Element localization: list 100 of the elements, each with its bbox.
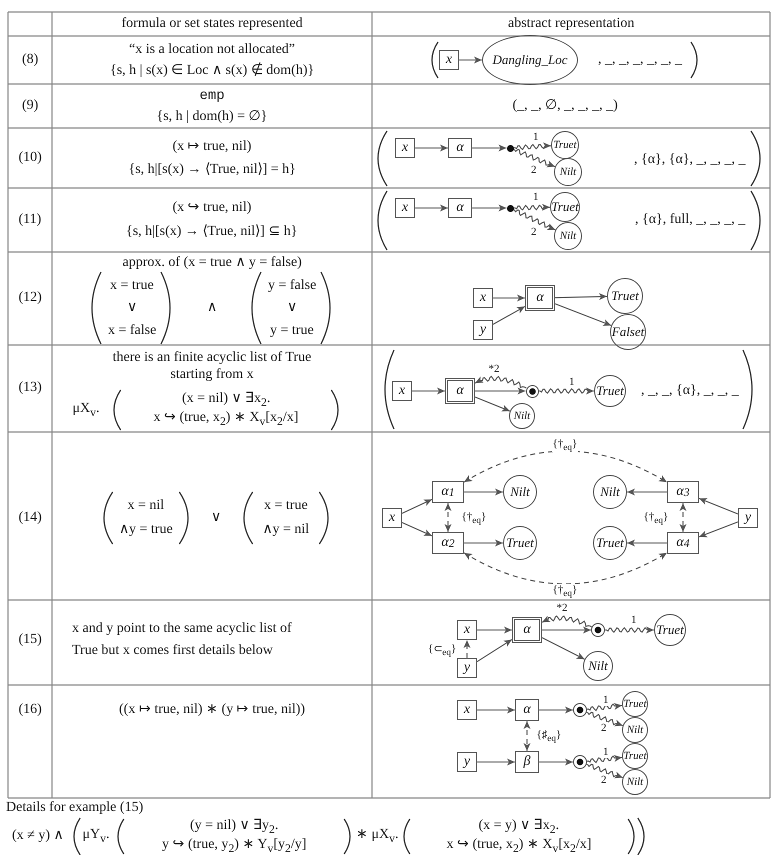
row-number: (8) — [22, 52, 38, 68]
variable-box: y — [473, 320, 493, 340]
arrow — [464, 450, 668, 483]
arrow — [512, 209, 556, 230]
arrow — [542, 637, 585, 660]
edge-label: {†$_{eq}$} — [552, 584, 578, 598]
arrow — [477, 706, 515, 714]
variable-box: x — [439, 50, 459, 70]
arrow — [402, 498, 432, 514]
double-bordered-box: α — [525, 285, 555, 311]
description: x and y point to the same acyclic list of True but x comes first details below — [72, 620, 293, 660]
dot — [506, 144, 514, 152]
row-number: (14) — [18, 510, 42, 526]
arrow — [627, 488, 667, 496]
circled-dot — [526, 384, 538, 398]
formula: there is an finite acyclic list of True starting from x — [112, 350, 312, 384]
variable-box: α — [515, 699, 539, 721]
edge-label: {†$_{eq}$} — [642, 511, 670, 526]
arrow — [539, 706, 573, 714]
dot — [506, 204, 514, 212]
arrow — [627, 540, 667, 546]
variable-box: x — [382, 508, 402, 528]
edge-label: 1 — [602, 694, 610, 706]
edge-label: {†$_{eq}$} — [460, 511, 488, 526]
formula: μX$_{v}$. — [72, 400, 100, 420]
arrow — [680, 503, 686, 532]
column-header: formula or set states represented — [122, 16, 303, 32]
variable-box: x — [457, 700, 477, 720]
formula: x ↪ (true, x$_{2}$) ∗ X$_{v}$[x$_{2}$/x] — [154, 410, 298, 428]
formula: y ↪ (true, y$_{2}$) ∗ Y$_{v}$[y$_{2}$/y] — [162, 836, 306, 855]
formula: {s, h|[s(x) → ⟨True, nil⟩] ⊆ h} — [126, 224, 298, 240]
arrow — [412, 388, 445, 394]
arrow — [586, 755, 622, 764]
arrow — [586, 712, 623, 726]
formula: , {α}, full, _, _, _, _ — [635, 212, 746, 228]
arrow — [492, 306, 526, 325]
arrow — [539, 758, 573, 766]
value-circle: Nilt — [583, 651, 613, 681]
formula: “x is a location not allocated” — [129, 42, 295, 58]
formula: approx. of (x = true ∧ y = false) — [122, 254, 302, 272]
formula: emp — [200, 88, 225, 104]
arrow — [464, 552, 668, 584]
arrow — [464, 640, 470, 658]
value-circle: Truet — [594, 375, 626, 407]
value-circle: Truet — [654, 614, 686, 646]
variable-box: x — [395, 138, 415, 158]
arrow — [512, 148, 556, 168]
arrow — [514, 204, 550, 211]
value-circle: Nilt — [622, 769, 648, 795]
formula: μY$_{v}$. — [82, 826, 110, 846]
formula: , {α}, {α}, _, _, _, _ — [634, 152, 746, 168]
arrow — [464, 488, 503, 496]
value-circle: Truet — [622, 743, 648, 769]
row-number: (11) — [18, 212, 42, 228]
formula: {s, h|[s(x) → ⟨True, nil⟩] = h} — [128, 162, 296, 178]
variable-box: y — [457, 752, 477, 772]
formula: (x ↦ true, nil) — [172, 138, 252, 156]
formula: (x = nil) ∨ ∃x$_{2}$. — [182, 390, 270, 410]
arrow — [698, 498, 738, 515]
value-circle: Nilt — [509, 403, 535, 429]
edge-label: {⊂$_{eq}$} — [427, 643, 458, 658]
formula: ∧ — [207, 300, 217, 316]
arrow — [586, 764, 623, 778]
value-circle: Truet — [607, 278, 643, 314]
variable-box: α — [448, 138, 472, 158]
value-circle: Dangling_Loc — [482, 35, 578, 85]
value-circle: Nilt — [593, 475, 627, 509]
value-circle: Truet — [551, 131, 579, 159]
arrow — [554, 293, 608, 300]
arrow — [472, 204, 506, 212]
arrow — [524, 721, 530, 751]
formula: x ↪ (true, x$_{2}$) ∗ X$_{v}$[x$_{2}$/x] — [446, 836, 592, 855]
row-number: (15) — [18, 632, 42, 648]
formula: ∗ μX$_{v}$. — [356, 826, 398, 846]
edge-label: {♯$_{eq}$} — [536, 729, 562, 744]
row-number: (13) — [18, 380, 42, 396]
row-number: (12) — [18, 290, 42, 306]
row-number: (16) — [18, 702, 42, 718]
arrow — [476, 639, 512, 662]
arrow — [475, 388, 526, 394]
formula: x = false — [108, 322, 156, 340]
formula: (x ≠ y) ∧ — [12, 828, 64, 844]
variable-box: x — [395, 198, 415, 218]
formula: y = true — [270, 322, 314, 340]
arrow — [444, 503, 452, 532]
variable-box: x — [473, 288, 493, 308]
circled-dot — [573, 755, 587, 769]
value-circle: Truet — [550, 192, 580, 222]
formula: y = false — [268, 278, 316, 294]
formula: (_, _, ∅, _, _, _, _) — [512, 98, 618, 114]
arrow — [554, 303, 612, 326]
arrow — [542, 615, 592, 628]
row-number: (10) — [18, 150, 42, 166]
column-header: abstract representation — [508, 16, 634, 32]
variable-box: y — [457, 658, 477, 678]
formula: , _, _, {α}, _, _, _ — [641, 382, 739, 400]
arrow — [402, 522, 432, 536]
formula: ∧y = true — [119, 522, 173, 538]
formula: (x = y) ∨ ∃x$_{2}$. — [478, 818, 560, 836]
formula: x = true — [110, 278, 154, 294]
